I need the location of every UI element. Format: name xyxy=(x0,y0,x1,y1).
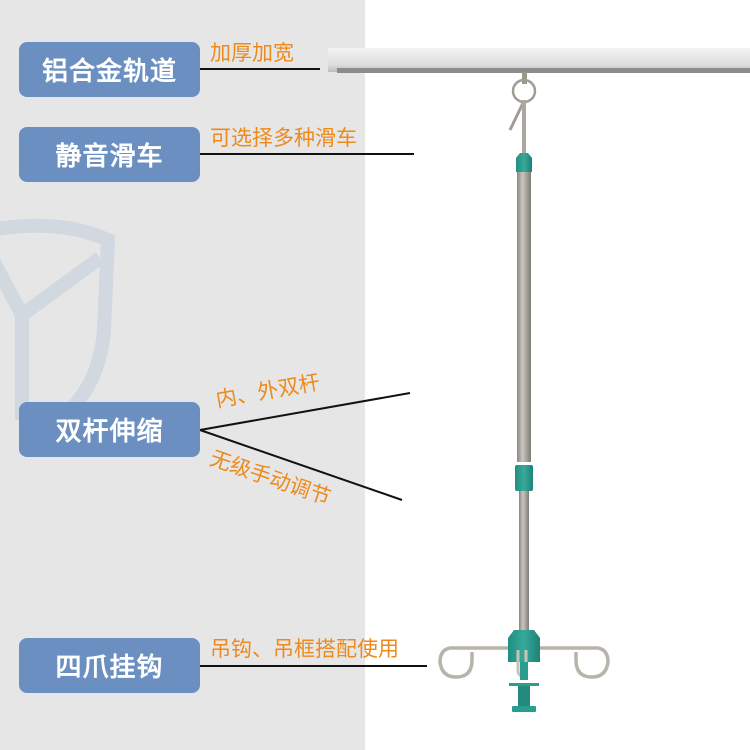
left-panel xyxy=(0,0,365,750)
inner-pole xyxy=(519,491,529,631)
feature-note-rail: 加厚加宽 xyxy=(210,41,294,65)
feature-label-rail: 铝合金轨道 xyxy=(19,42,200,97)
outer-pole xyxy=(517,172,531,462)
feature-label-telescopic: 双杆伸缩 xyxy=(19,402,200,457)
feature-label-trolley: 静音滑车 xyxy=(19,127,200,182)
feature-label-hook: 四爪挂钩 xyxy=(19,638,200,693)
feature-note-trolley: 可选择多种滑车 xyxy=(210,126,357,150)
four-claw-hook xyxy=(438,646,610,679)
leader-line-pole-upper xyxy=(199,392,411,431)
leader-line-pole-lower xyxy=(199,429,403,501)
feature-note-hook: 吊钩、吊框搭配使用 xyxy=(210,637,399,661)
adjust-collar xyxy=(515,465,533,491)
